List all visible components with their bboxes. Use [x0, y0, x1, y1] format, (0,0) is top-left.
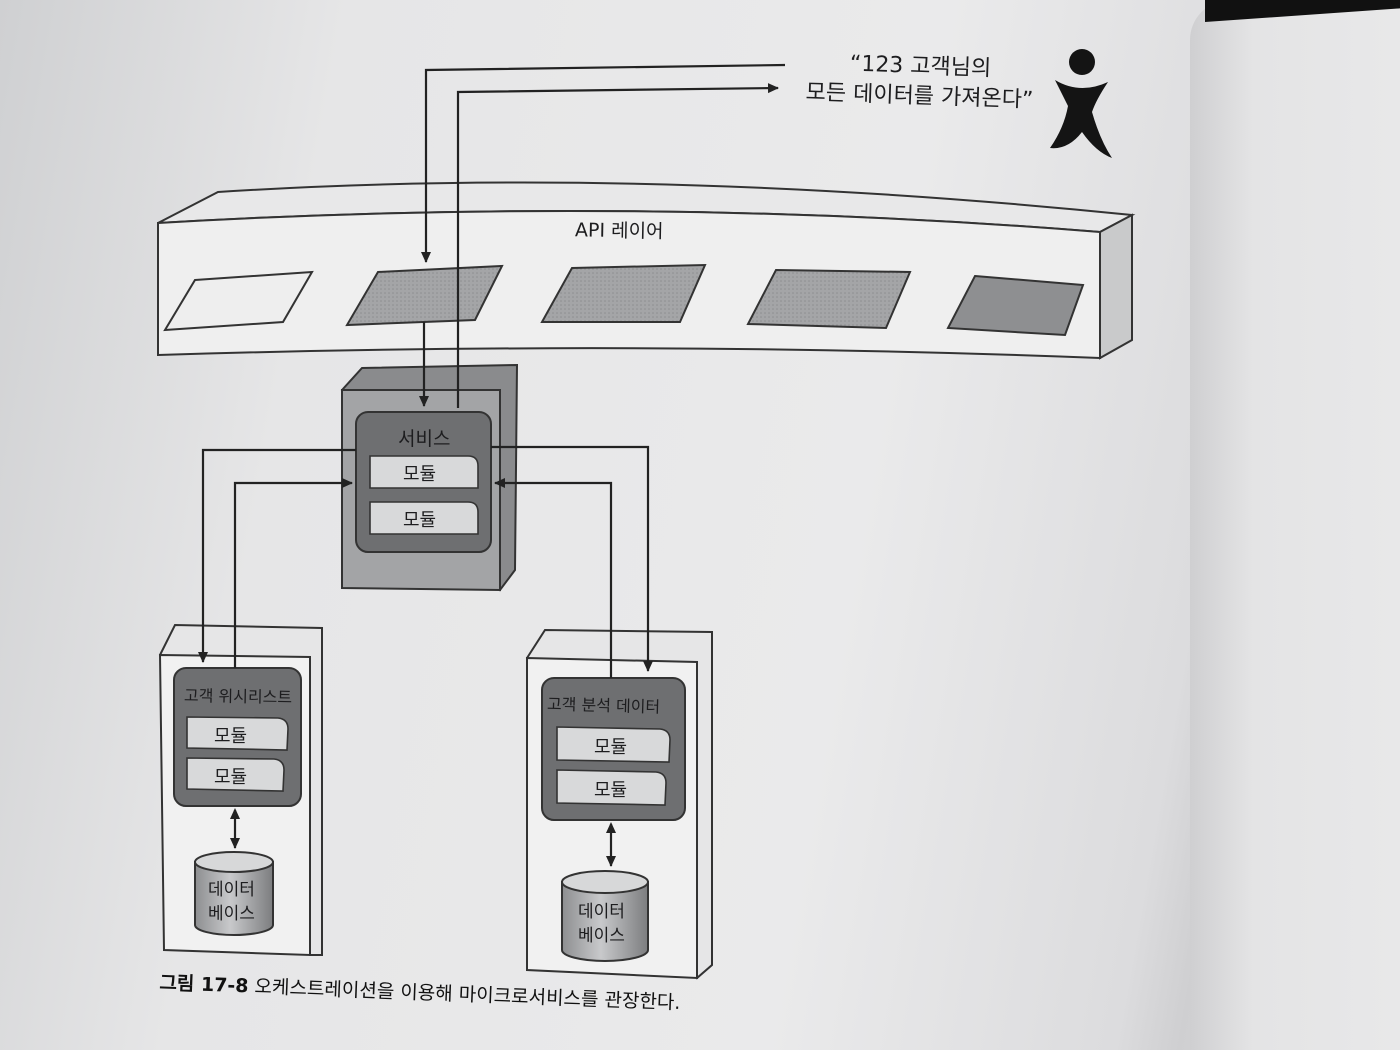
analytics-database	[561, 870, 649, 962]
response-arrow	[456, 83, 779, 408]
wishlist-module-1: 모듈	[214, 726, 248, 747]
api-layer-label: API 레이어	[574, 219, 664, 243]
api-endpoint-4	[746, 268, 912, 330]
wishlist-title: 고객 위시리스트	[183, 686, 293, 707]
analytics-module-1: 모듈	[594, 737, 628, 758]
request-quote: “123 고객님의 모든 데이터를 가져온다”	[799, 48, 1041, 116]
wishlist-to-service-arrow	[233, 478, 353, 668]
wishlist-db-line-1: 데이터	[208, 880, 255, 900]
service-module-1: 모듈	[403, 464, 437, 485]
wishlist-db-line-2: 베이스	[208, 904, 255, 924]
analytics-database-label: 데이터 베이스	[578, 900, 625, 948]
wishlist-database	[194, 851, 274, 936]
service-module-2: 모듈	[403, 510, 437, 531]
analytics-title: 고객 분석 데이터	[546, 694, 661, 717]
figure-number: 그림 17-8	[159, 971, 249, 998]
request-arrow	[421, 63, 786, 263]
service-title: 서비스	[398, 428, 451, 450]
service-container	[340, 363, 519, 592]
api-endpoint-2	[345, 264, 504, 327]
analytics-module-2: 모듈	[594, 780, 628, 801]
facing-page	[1190, 0, 1400, 1050]
api-endpoint-5	[946, 274, 1085, 337]
wishlist-database-label: 데이터 베이스	[208, 878, 255, 926]
analytics-to-service-arrow	[494, 478, 613, 678]
person-icon	[1050, 49, 1112, 158]
analytics-db-line-2: 베이스	[578, 926, 625, 946]
api-endpoint-1	[163, 270, 314, 332]
wishlist-module-2: 모듈	[214, 767, 248, 788]
service-to-analytics-arrow	[491, 445, 653, 672]
api-endpoint-3	[540, 263, 707, 323]
service-to-wishlist-arrow	[198, 448, 356, 663]
analytics-db-line-1: 데이터	[578, 902, 625, 922]
